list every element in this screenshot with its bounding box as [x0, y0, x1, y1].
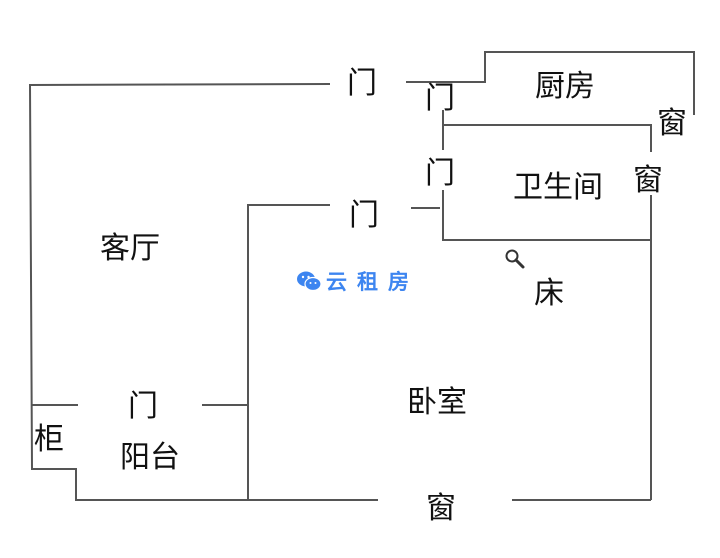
room-label-bedroom: 卧室 — [407, 385, 467, 420]
room-label-living-room: 客厅 — [100, 231, 160, 266]
wechat-icon — [297, 271, 322, 292]
window-bedroom: 窗 — [426, 491, 456, 526]
label-cabinet: 柜 — [34, 422, 64, 457]
magnifier-icon[interactable] — [504, 248, 526, 270]
room-label-bathroom: 卫生间 — [513, 170, 603, 205]
watermark: 云租房 — [296, 266, 419, 296]
label-bed: 床 — [534, 276, 564, 311]
window-kitchen: 窗 — [657, 106, 687, 141]
watermark-text: 云租房 — [326, 270, 419, 294]
walls — [28, 51, 695, 501]
door-balcony: 门 — [128, 389, 158, 424]
door-bedroom: 门 — [349, 198, 379, 233]
door-bathroom: 门 — [425, 156, 455, 191]
window-bathroom: 窗 — [633, 163, 663, 198]
door-kitchen: 门 — [425, 81, 455, 116]
room-label-balcony: 阳台 — [120, 440, 180, 475]
door-main: 门 — [347, 66, 377, 101]
room-label-kitchen: 厨房 — [535, 69, 595, 104]
